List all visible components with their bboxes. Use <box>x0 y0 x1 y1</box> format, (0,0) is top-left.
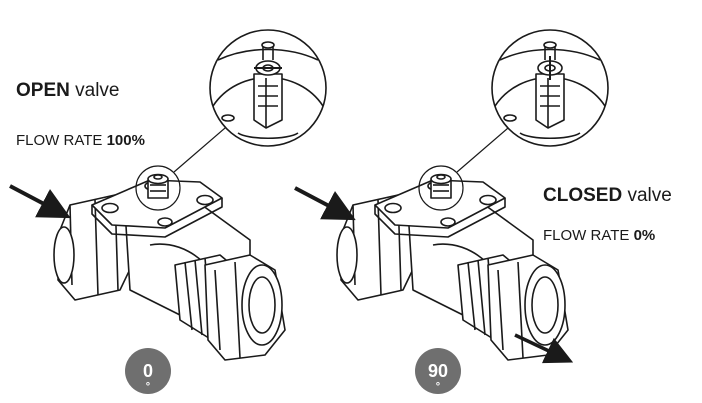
closed-flow-rate: FLOW RATE 0% <box>543 227 655 244</box>
open-magnifier-ring <box>135 165 181 211</box>
open-angle-value: 0 <box>142 360 153 381</box>
open-state-suffix: valve <box>75 80 120 101</box>
open-leader-line <box>173 121 233 173</box>
open-state-word: OPEN <box>16 80 70 101</box>
closed-outlet-arrow <box>514 333 574 364</box>
closed-leader-line <box>456 121 516 173</box>
closed-angle-value: 90 <box>427 360 449 381</box>
open-inlet-arrow <box>9 184 71 219</box>
open-flow-value: 100% <box>106 132 145 149</box>
open-flow-label: FLOW RATE <box>16 132 103 149</box>
closed-state-word: CLOSED <box>543 185 623 206</box>
closed-angle-badge: 90 ° <box>415 348 461 394</box>
closed-magnifier-ring <box>418 165 464 211</box>
open-angle-badge: 0 ° <box>125 348 171 394</box>
open-valve-title: OPEN valve <box>16 80 120 102</box>
closed-stem-detail <box>491 29 609 147</box>
closed-flow-value: 0% <box>633 227 656 244</box>
open-angle-unit: ° <box>145 381 151 393</box>
open-valve-drawing <box>9 29 327 361</box>
closed-valve-drawing <box>294 29 609 364</box>
open-stem-detail <box>209 29 327 147</box>
open-flow-rate: FLOW RATE 100% <box>16 132 145 149</box>
closed-inlet-arrow <box>294 186 356 221</box>
closed-angle-unit: ° <box>435 381 441 393</box>
closed-state-suffix: valve <box>627 185 672 206</box>
closed-flow-label: FLOW RATE <box>543 227 630 244</box>
closed-valve-title: CLOSED valve <box>543 185 672 207</box>
